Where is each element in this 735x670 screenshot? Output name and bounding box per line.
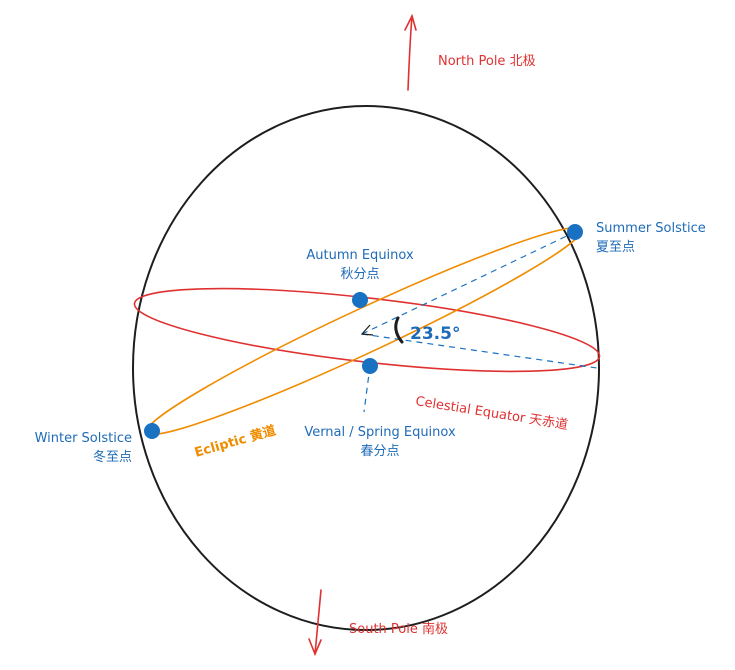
vernal-equinox-point [362,358,378,374]
autumn-equinox-label: Autumn Equinox [306,248,414,263]
south-pole-arrow [308,589,322,657]
summer-solstice-label-zh: 夏至点 [596,240,635,255]
angle-arc [394,316,404,344]
obliquity-angle-label: 23.5° [410,324,460,344]
winter-solstice-point [144,423,160,439]
north-pole-label: North Pole 北极 [438,54,536,69]
autumn-equinox-label-zh: 秋分点 [340,267,379,282]
vernal-equinox-label-zh: 春分点 [360,444,399,459]
autumn-equinox-point [352,292,368,308]
ecliptic-label: Ecliptic 黄道 [193,422,278,460]
winter-solstice-label: Winter Solstice [35,431,132,446]
summer-solstice-point [567,224,583,240]
south-pole-label: South Pole 南极 [349,621,448,637]
angle-guide-lines [361,231,598,413]
celestial-sphere [132,105,600,631]
summer-solstice-label: Summer Solstice [596,221,706,236]
winter-solstice-label-zh: 冬至点 [93,449,132,465]
north-pole-arrow [404,13,417,91]
vernal-equinox-label: Vernal / Spring Equinox [304,425,456,440]
center-arrowhead [360,324,374,336]
